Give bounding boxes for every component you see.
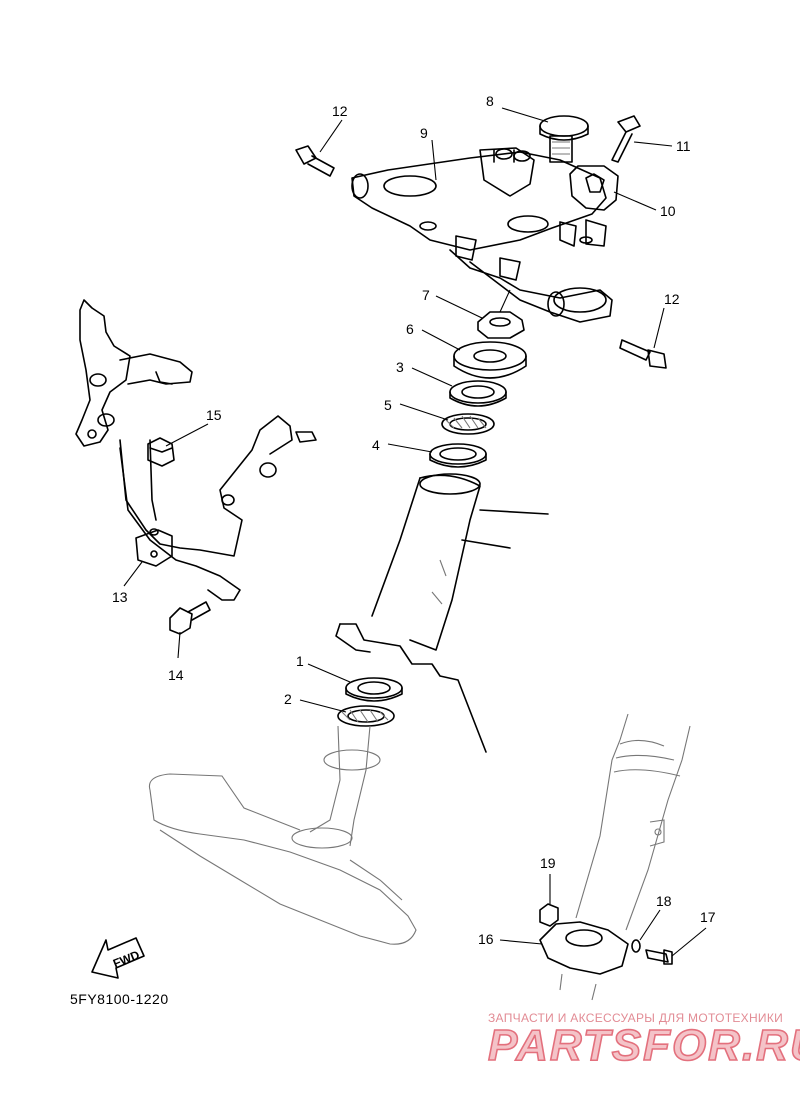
ring-nut [477,311,525,339]
callout-14: 14 [168,667,184,683]
callout-3: 3 [396,359,404,375]
callout-2: 2 [284,691,292,707]
callout-11: 11 [676,138,691,154]
callout-7: 7 [422,287,430,303]
handlebar-holder [569,165,619,211]
bearing-race-1 [345,677,403,702]
nut-19 [539,903,559,927]
bolt-17 [645,949,673,965]
lower-bracket [148,725,417,945]
rubber-washer [453,341,527,379]
callout-labels: 1 2 3 4 5 6 7 8 9 10 11 12 12 13 14 15 1… [112,93,716,947]
callout-16: 16 [478,931,494,947]
bolt-12-lower [619,339,667,369]
callout-6: 6 [406,321,414,337]
callout-9: 9 [420,125,428,141]
diagram-code: 5FY8100-1220 [70,991,169,1007]
bearing-race-4 [429,443,487,468]
grommet [147,437,175,467]
steering-head-frame [335,473,549,753]
callout-19: 19 [540,855,556,871]
callout-1: 1 [296,653,304,669]
callout-5: 5 [384,397,392,413]
headlight-stay [75,299,317,601]
callout-12-upper: 12 [332,103,348,119]
watermark-tagline: ЗАПЧАСТИ И АКСЕССУАРЫ ДЛЯ МОТОТЕХНИКИ [488,1011,783,1025]
callout-17: 17 [700,909,716,925]
leader-lines [123,107,707,957]
front-fork [575,713,691,931]
callout-12-lower: 12 [664,291,680,307]
callout-13: 13 [112,589,128,605]
watermark: ЗАПЧАСТИ И АКСЕССУАРЫ ДЛЯ МОТОТЕХНИКИ PA… [487,1011,800,1071]
callout-8: 8 [486,93,494,109]
cable-holder [135,528,173,567]
fwd-arrow: FWD [91,937,145,979]
callout-10: 10 [660,203,676,219]
fwd-label: FWD [111,947,142,970]
bolt-11 [611,115,641,163]
bearing-2 [337,705,395,727]
watermark-brand: PARTSFOR.RU [488,1021,800,1070]
bolt-12-upper [295,145,335,177]
handlebar-holder-upper [479,147,535,197]
washer-3 [449,380,507,407]
callout-18: 18 [656,893,672,909]
hose-clamp [539,921,629,1001]
callout-15: 15 [206,407,222,423]
bolt-14 [169,601,211,635]
washer-18 [631,939,641,953]
callout-4: 4 [372,437,380,453]
bearing-5 [441,413,495,435]
steering-stem-nut [539,115,589,163]
upper-bracket [351,151,613,323]
